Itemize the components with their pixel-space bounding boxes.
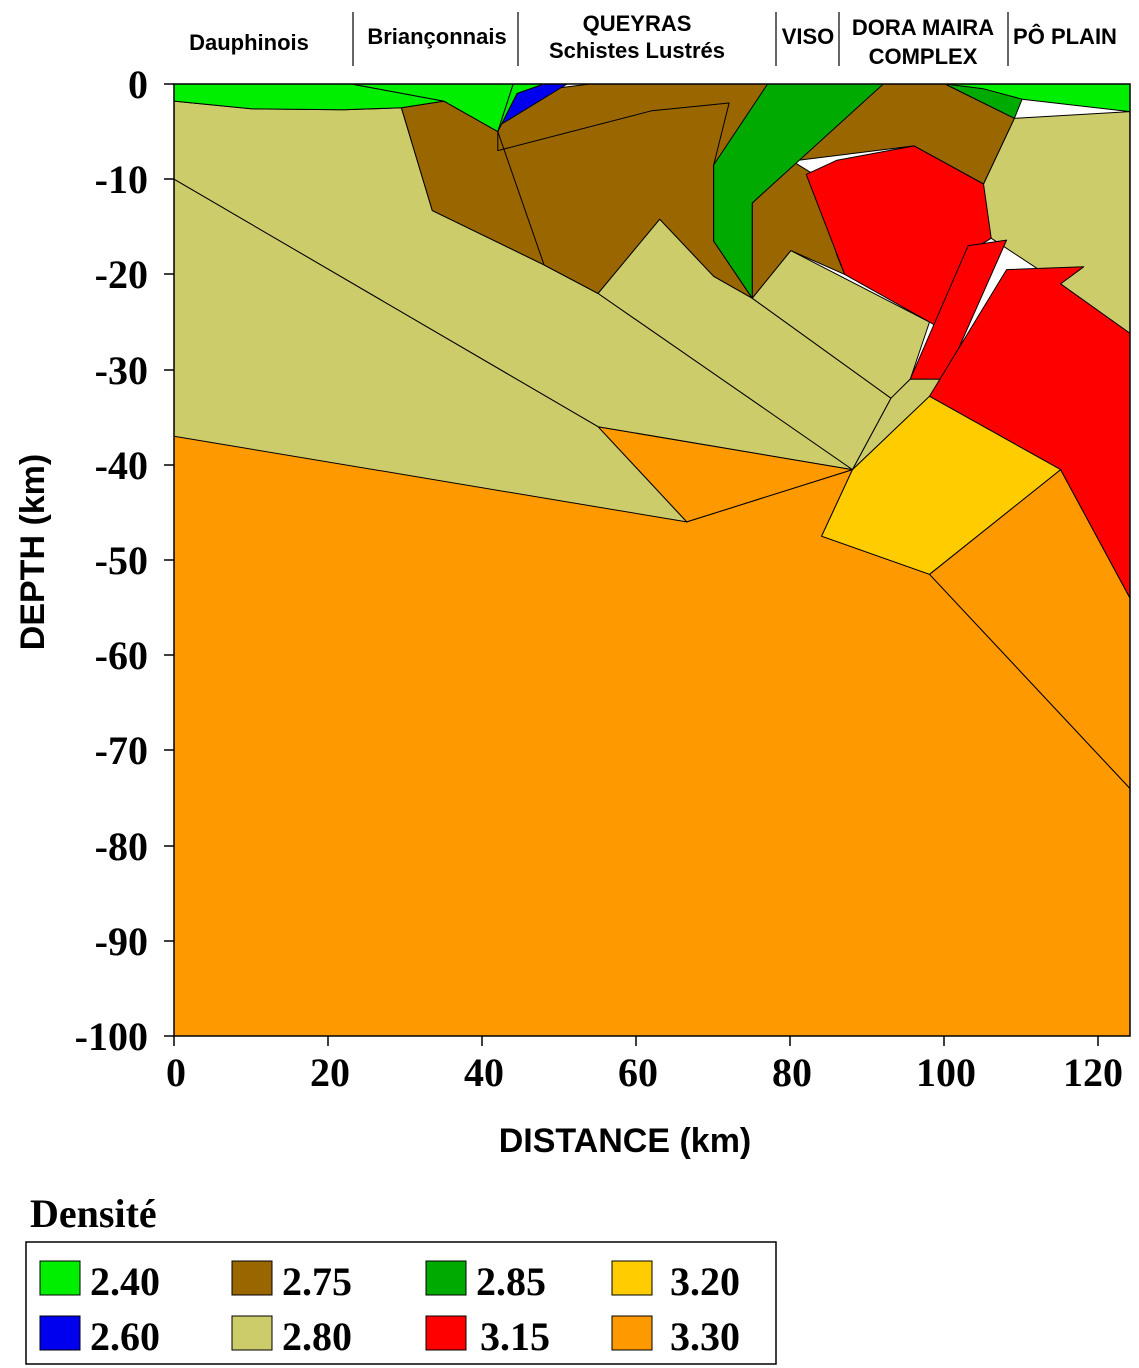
- legend-value: 3.20: [670, 1259, 740, 1304]
- legend-value: 2.85: [476, 1259, 546, 1304]
- x-tick: 20: [310, 1036, 350, 1095]
- y-tick: -60: [95, 633, 174, 678]
- legend-value: 2.80: [282, 1314, 352, 1359]
- region-label-brianconnais: Briançonnais: [367, 24, 506, 49]
- legend-value: 2.75: [282, 1259, 352, 1304]
- y-tick: -10: [95, 157, 174, 202]
- region-labels: Dauphinois Briançonnais QUEYRAS Schistes…: [189, 11, 1117, 69]
- legend-item: 3.20: [611, 1259, 740, 1304]
- region-label-complex: COMPLEX: [869, 44, 978, 69]
- x-tick-label: 100: [916, 1050, 976, 1095]
- x-tick-label: 120: [1063, 1050, 1123, 1095]
- x-tick: 100: [916, 1036, 976, 1095]
- legend-swatch: [425, 1315, 467, 1351]
- y-tick: 0: [128, 62, 174, 107]
- y-tick: -70: [95, 728, 174, 773]
- y-tick-label: 0: [128, 62, 148, 107]
- legend-item: 2.75: [231, 1259, 352, 1304]
- y-tick-label: -70: [95, 728, 148, 773]
- x-tick: 80: [772, 1036, 812, 1095]
- x-tick: 120: [1063, 1036, 1123, 1095]
- x-tick-label: 0: [166, 1050, 186, 1095]
- legend-swatch: [39, 1260, 81, 1296]
- x-tick-label: 40: [464, 1050, 504, 1095]
- y-tick-label: -30: [95, 348, 148, 393]
- region-label-dauphinois: Dauphinois: [189, 30, 309, 55]
- x-axis: 0 20 40 60 80 100 120 DISTANCE (km): [166, 1036, 1123, 1160]
- density-body-3-15: [929, 266, 1131, 599]
- x-tick: 40: [464, 1036, 504, 1095]
- y-tick-label: -90: [95, 919, 148, 964]
- legend-swatch: [39, 1315, 81, 1351]
- legend-value: 2.40: [90, 1259, 160, 1304]
- x-axis-title: DISTANCE (km): [499, 1122, 752, 1160]
- legend-value: 3.15: [480, 1314, 550, 1359]
- legend-swatch: [425, 1260, 467, 1296]
- legend: Densité 2.40 2.75 2.85 3.20 2.60 2.80: [25, 1191, 777, 1365]
- legend-swatch: [611, 1315, 653, 1351]
- y-tick-label: -40: [95, 443, 148, 488]
- density-body-3-20: [821, 395, 1062, 575]
- density-body-3-15: [805, 145, 992, 332]
- y-tick-label: -50: [95, 538, 148, 583]
- density-bodies: [173, 83, 1131, 1037]
- region-label-viso: VISO: [782, 24, 835, 49]
- legend-value: 2.60: [90, 1314, 160, 1359]
- y-axis-title: DEPTH (km): [14, 454, 52, 650]
- y-tick-label: -20: [95, 252, 148, 297]
- legend-swatch: [231, 1315, 273, 1351]
- region-label-dora-maira: DORA MAIRA: [852, 15, 994, 40]
- y-tick: -40: [95, 443, 174, 488]
- legend-item: 3.15: [425, 1314, 550, 1359]
- legend-item: 2.60: [39, 1314, 160, 1359]
- legend-swatch: [611, 1260, 653, 1296]
- y-tick: -20: [95, 252, 174, 297]
- y-tick-label: -10: [95, 157, 148, 202]
- region-label-queyras: QUEYRAS: [583, 11, 692, 36]
- y-tick: -50: [95, 538, 174, 583]
- y-tick-label: -100: [75, 1014, 148, 1059]
- x-tick-label: 60: [618, 1050, 658, 1095]
- y-tick-label: -80: [95, 824, 148, 869]
- legend-item: 2.80: [231, 1314, 352, 1359]
- density-body-3-15: [909, 239, 1008, 380]
- region-label-po-plain: PÔ PLAIN: [1013, 24, 1117, 49]
- x-tick-label: 20: [310, 1050, 350, 1095]
- x-tick: 60: [618, 1036, 658, 1095]
- legend-swatch: [231, 1260, 273, 1296]
- y-tick: -100: [75, 1014, 174, 1059]
- legend-title: Densité: [30, 1191, 157, 1236]
- legend-item: 3.30: [611, 1314, 740, 1359]
- legend-item: 2.85: [425, 1259, 546, 1304]
- density-body-2-85: [944, 83, 1023, 119]
- y-tick: -90: [95, 919, 174, 964]
- y-tick-label: -60: [95, 633, 148, 678]
- legend-item: 2.40: [39, 1259, 160, 1304]
- y-tick: -30: [95, 348, 174, 393]
- y-tick: -80: [95, 824, 174, 869]
- region-label-schistes-lustres: Schistes Lustrés: [549, 38, 725, 63]
- x-tick: 0: [166, 1036, 186, 1095]
- x-tick-label: 80: [772, 1050, 812, 1095]
- y-axis: 0 -10 -20 -30 -40 -50 -60 -70 -80 -90 -1…: [14, 62, 174, 1059]
- legend-value: 3.30: [670, 1314, 740, 1359]
